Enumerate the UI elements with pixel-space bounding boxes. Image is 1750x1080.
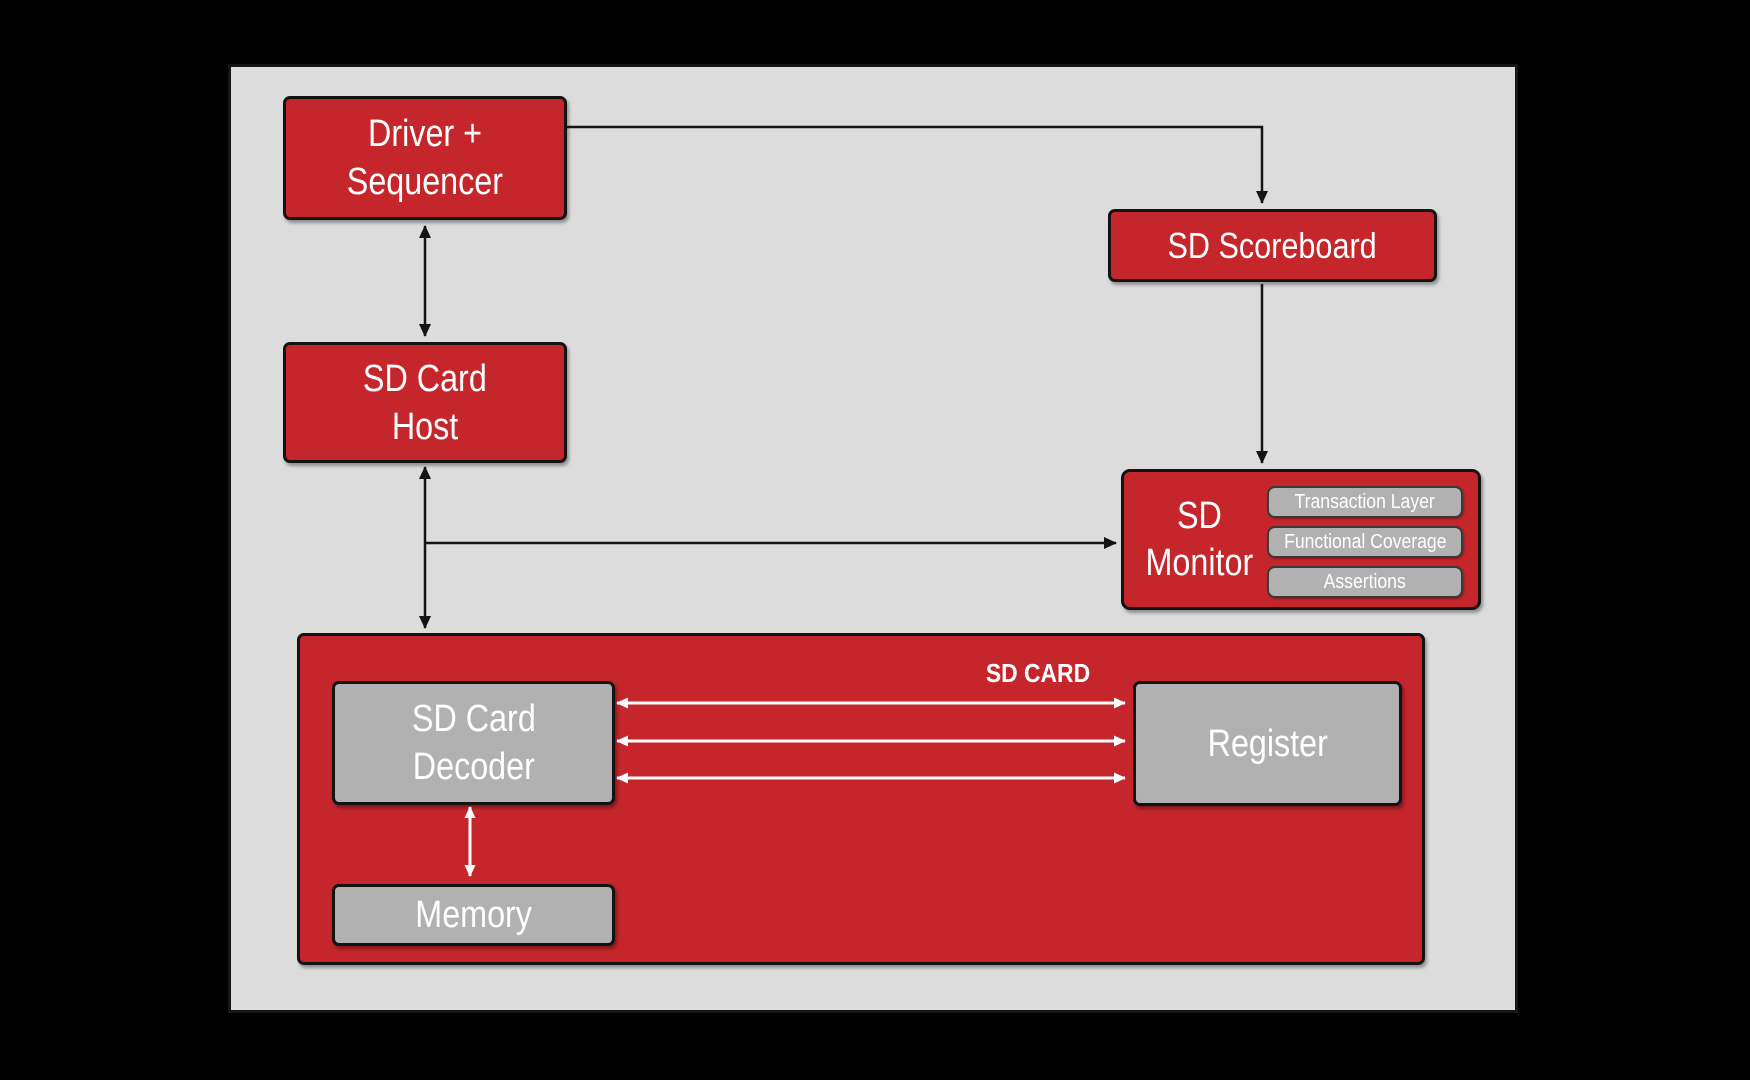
node-register-label: Register [1207, 722, 1328, 765]
node-driver-sequencer: Driver + Sequencer [283, 96, 567, 220]
monitor-pill-functional-coverage-label: Functional Coverage [1283, 530, 1447, 553]
monitor-pill-assertions-label: Assertions [1323, 570, 1407, 593]
node-sd-card: SD CARD SD Card Decoder Register Memory [297, 633, 1425, 965]
node-sd-card-host-label-line1: SD Card [363, 357, 487, 400]
node-sd-card-decoder: SD Card Decoder [332, 681, 615, 805]
node-sd-monitor-label-line2: Monitor [1145, 541, 1253, 584]
node-sd-monitor-label: SD Monitor [1124, 493, 1274, 587]
node-sd-card-title: SD CARD [985, 658, 1091, 688]
node-driver-sequencer-label-line1: Driver + [368, 113, 482, 155]
node-sd-card-host: SD Card Host [283, 342, 567, 463]
node-register: Register [1133, 681, 1402, 806]
node-memory: Memory [332, 884, 615, 946]
node-sd-card-decoder-label-line1: SD Card [411, 698, 536, 740]
monitor-pill-functional-coverage: Functional Coverage [1267, 526, 1463, 558]
node-sd-monitor: SD Monitor Transaction Layer Functional … [1121, 469, 1481, 610]
node-sd-card-decoder-label-line2: Decoder [412, 746, 535, 788]
monitor-pill-list: Transaction Layer Functional Coverage As… [1267, 486, 1463, 598]
node-sd-scoreboard-label: SD Scoreboard [1167, 224, 1378, 266]
monitor-pill-transaction-layer-label: Transaction Layer [1294, 490, 1436, 513]
node-driver-sequencer-label-line2: Sequencer [346, 161, 504, 203]
node-memory-label: Memory [415, 894, 532, 936]
monitor-pill-transaction-layer: Transaction Layer [1267, 486, 1463, 518]
node-sd-scoreboard: SD Scoreboard [1108, 209, 1437, 282]
monitor-pill-assertions: Assertions [1267, 566, 1463, 598]
node-sd-card-host-label-line2: Host [391, 405, 459, 448]
node-sd-monitor-label-line1: SD [1176, 494, 1222, 537]
